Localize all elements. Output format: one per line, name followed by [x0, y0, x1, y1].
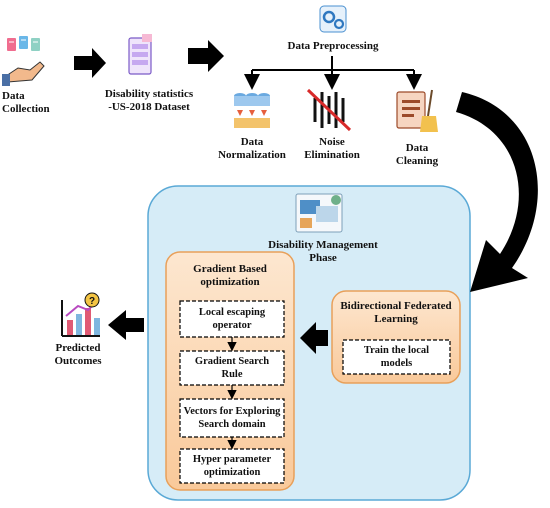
predicted-outcomes-icon: ? [61, 292, 100, 337]
noise-label: Noise Elimination [304, 136, 360, 161]
train-label: Train the local models [363, 345, 430, 369]
gbo-label: Gradient Based optimization [193, 263, 267, 288]
preprocessing-gears-icon [319, 5, 347, 33]
preprocessing-label: Data Preprocessing [287, 40, 379, 52]
dataset-icon [128, 34, 152, 75]
svg-text:?: ? [89, 296, 95, 307]
normalization-icon [234, 93, 270, 128]
gbo-step-2-label: Gradient Search Rule [194, 356, 270, 380]
gbo-step-3-label: Vectors for Exploring Search domain [183, 406, 281, 430]
block-arrow-2 [188, 40, 224, 72]
cleaning-label: Data Cleaning [395, 142, 439, 167]
gbo-step-4-label: Hyper parameter optimization [192, 454, 272, 478]
dataset-label: Disability statistics -US-2018 Dataset [104, 88, 194, 113]
gbo-step-box-4 [179, 448, 285, 484]
management-phase-label: Disability Management Phase [268, 239, 378, 264]
block-arrow-4 [108, 310, 144, 340]
data-collection-label: Data Collection [2, 90, 50, 115]
data-collection-icon [2, 36, 45, 86]
train-box [342, 339, 451, 375]
block-arrow-3 [300, 322, 328, 354]
federated-label: Bidirectional Federated Learning [340, 300, 452, 325]
normalization-label: Data Normalization [218, 136, 286, 161]
block-arrow-1 [74, 48, 106, 78]
gbo-step-box-1 [179, 300, 285, 338]
management-phase-icon [295, 193, 343, 233]
curved-arrow [456, 92, 538, 292]
outcomes-label: Predicted Outcomes [54, 342, 102, 367]
data-cleaning-icon [396, 89, 438, 132]
gbo-step-1-label: Local escaping operator [198, 307, 266, 331]
noise-elimination-icon [306, 88, 352, 132]
